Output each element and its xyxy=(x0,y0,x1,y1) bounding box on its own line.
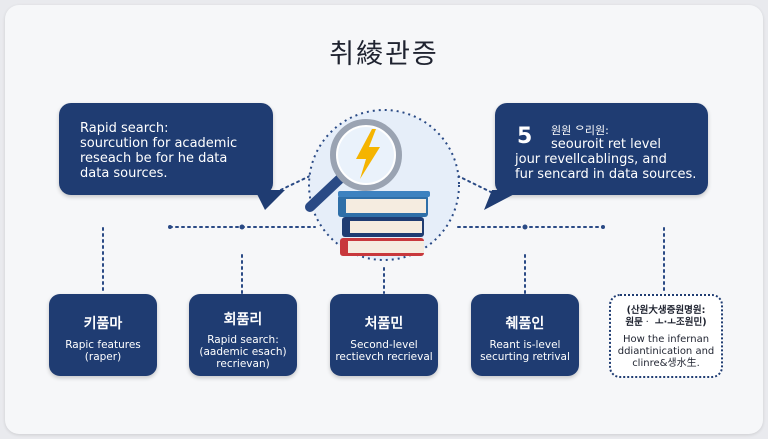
feature-box-title: 처품민 xyxy=(364,316,404,332)
central-illustration xyxy=(305,109,460,261)
feature-box-text: Second-level xyxy=(350,339,418,351)
feature-box-text: Reant is-level xyxy=(489,339,561,351)
bubble-left-line: Rapid search: xyxy=(80,121,169,136)
lightning-icon xyxy=(356,129,380,179)
feature-box-title: 키품마 xyxy=(83,316,123,332)
feature-box-title: (산원大생증원명원: xyxy=(626,305,706,316)
bubble-right-tail xyxy=(484,190,522,210)
feature-box-text: clinre&생水生. xyxy=(632,358,700,369)
bubble-right: 5 원원 ᄋ리원: seouroit ret level jour revell… xyxy=(495,103,708,195)
feature-box-title: 원문ᆞ ㅗ·ㅗ조원민) xyxy=(625,317,707,328)
feature-box-text: ddiantinication and xyxy=(617,346,715,357)
feature-box-text: Rapid search: xyxy=(207,334,279,346)
books-icon xyxy=(338,191,430,256)
diagram-title: 취綾관증 xyxy=(329,39,439,70)
bubble-left: Rapid search: sourcution for academic re… xyxy=(59,103,273,195)
feature-box-5: (산원大생증원명원: 원문ᆞ ㅗ·ㅗ조원민) How the infernan … xyxy=(609,294,723,378)
feature-box-2: 회품리 Rapid search: (aademic esach) recrie… xyxy=(189,294,297,376)
feature-box-text: recrievan) xyxy=(216,358,270,370)
feature-box-title: 췌품인 xyxy=(505,316,545,332)
feature-box-text: (raper) xyxy=(84,351,122,363)
feature-box-text: securting retrival xyxy=(480,351,570,363)
bubble-left-tail xyxy=(255,190,285,210)
bubble-right-digit: 5 xyxy=(517,124,533,149)
feature-box-text: (aademic esach) xyxy=(199,346,287,358)
bubble-right-line: 원원 ᄋ리원: xyxy=(551,124,609,137)
bubble-right-line: seouroit ret level xyxy=(551,137,662,152)
feature-box-text: How the infernan xyxy=(622,334,710,345)
feature-box-title: 회품리 xyxy=(223,312,263,328)
feature-box-1: 키품마 Rapic features (raper) xyxy=(49,294,157,376)
bubble-right-line: fur sencard in data sources. xyxy=(515,167,697,182)
feature-box-text: Rapic features xyxy=(65,339,141,351)
bubble-left-line: sourcution for academic xyxy=(80,136,238,151)
feature-box-4: 췌품인 Reant is-level securting retrival xyxy=(471,294,579,376)
bubble-left-line: reseach be for he data xyxy=(80,151,228,166)
feature-box-3: 처품민 Second-level rectievch recrieval xyxy=(330,294,438,376)
bubble-left-line: data sources. xyxy=(80,166,168,181)
feature-box-text: rectievch recrieval xyxy=(335,351,433,363)
bubble-right-line: jour revellcablings, and xyxy=(515,152,667,167)
